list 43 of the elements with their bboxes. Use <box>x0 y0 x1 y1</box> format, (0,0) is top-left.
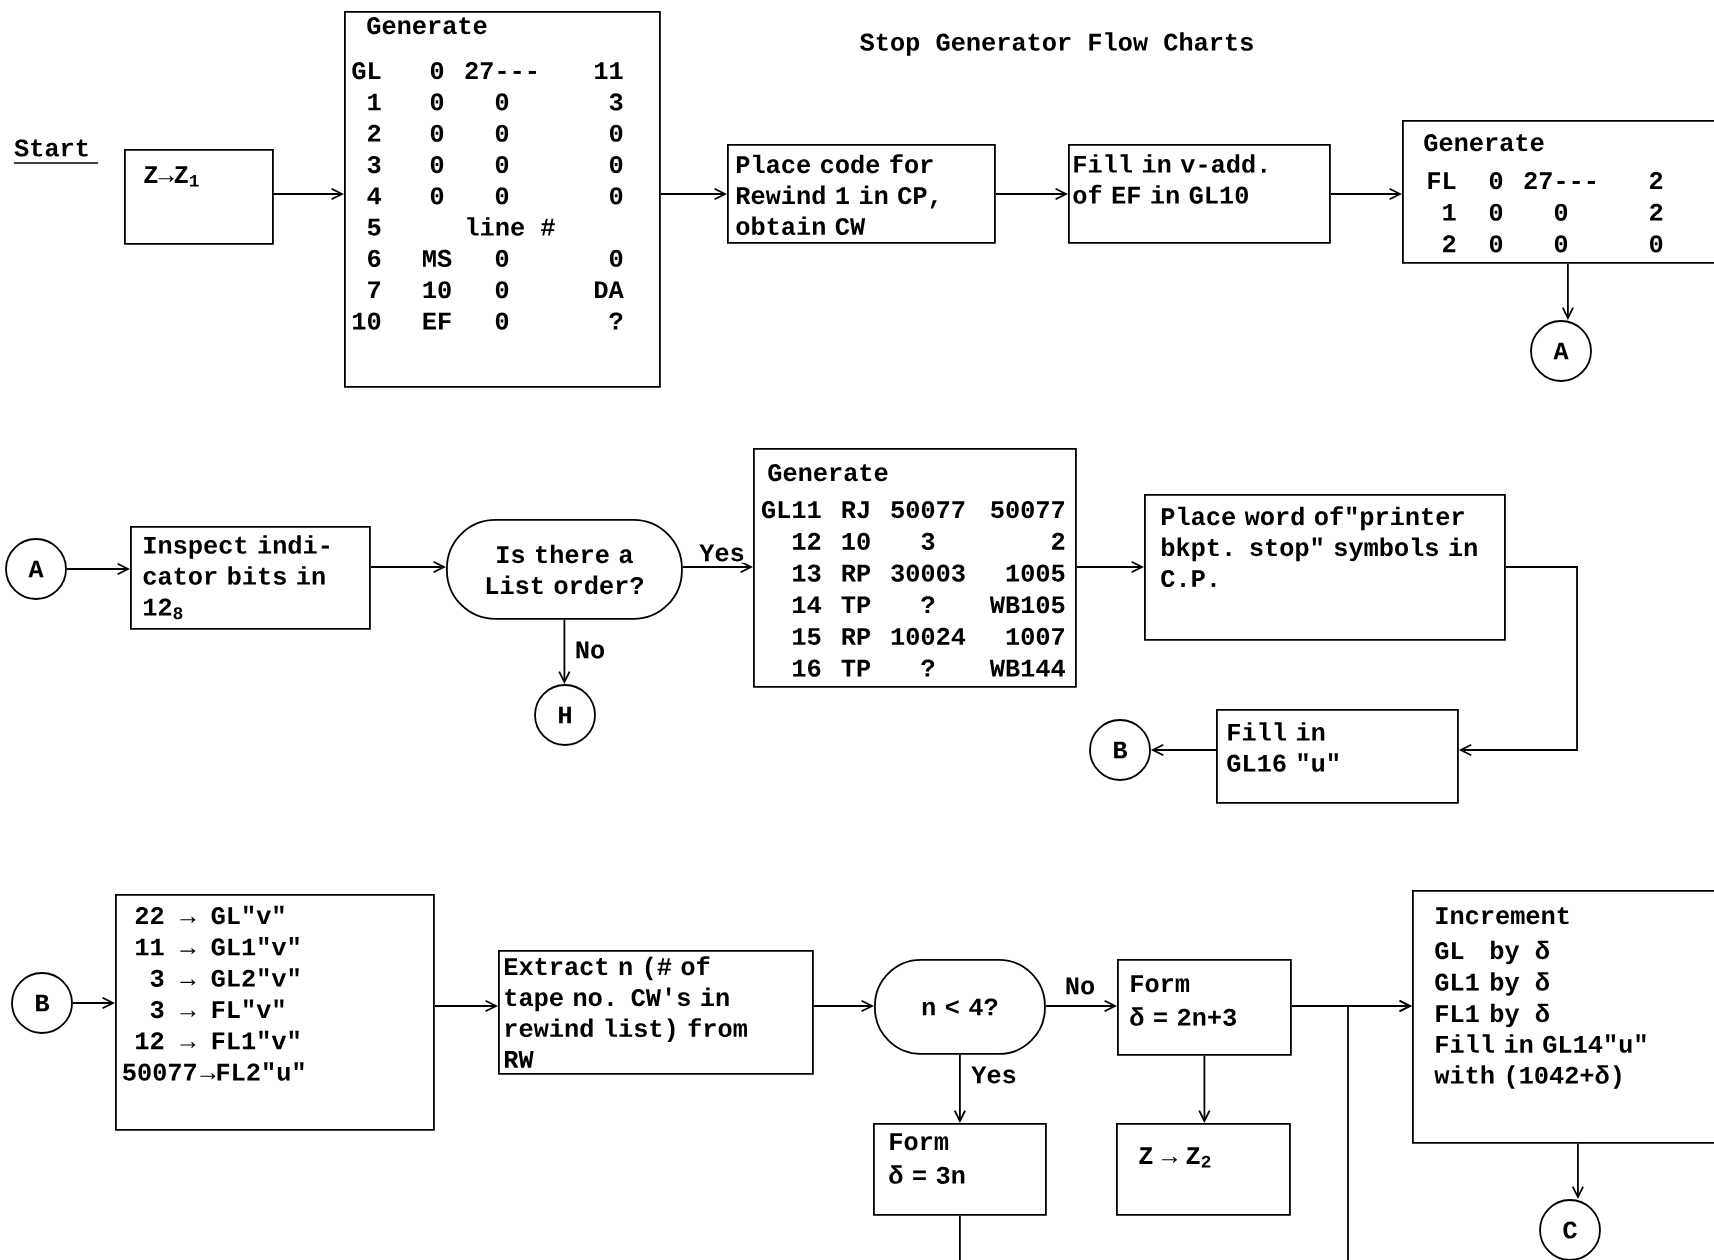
decision-box: Is there a List order? <box>446 519 683 620</box>
arrow <box>1044 999 1117 1013</box>
arrow <box>1561 262 1574 321</box>
process-box: Fill in GL16 "u" <box>1216 709 1459 804</box>
decision-box: n < 4? <box>874 959 1046 1055</box>
arrow <box>72 996 115 1010</box>
process-box: Fill in v-add. of EF in GL10 <box>1068 144 1331 244</box>
process-box: Z→Z$_{1}$ <box>124 149 274 245</box>
arrow <box>369 560 446 574</box>
arrow <box>272 187 344 201</box>
arrow <box>681 560 753 574</box>
process-box: Inspect indi- cator bits in 12$_{8}$ <box>130 526 371 630</box>
title: Stop Generator Flow Charts <box>860 32 1253 56</box>
start-label: Start <box>13 139 99 164</box>
process-box: Z → Z$_{2}$ <box>1116 1123 1291 1216</box>
process-box: 22 → GL"v" 11 → GL1"v" 3 → GL2"v" 3 → FL"v" 12 → FL1"v" 50077 →FL2"u" <box>115 894 435 1131</box>
arrow <box>1329 187 1402 201</box>
arrow <box>558 618 571 685</box>
arrow <box>1347 999 1412 1260</box>
process-box: Place word of"printer bkpt. stop" symbols in C.P. <box>1144 494 1506 641</box>
table-box: Generate FL 0 27--- 2 1 0 0 2 2 0 0 0 <box>1402 120 1714 264</box>
arrow <box>812 999 874 1013</box>
arrow <box>1198 1054 1211 1123</box>
edge-label: Yes <box>969 1065 1019 1085</box>
process-box: Extract n (# of tape no. CW's in rewind list) from RW <box>498 950 814 1075</box>
arrow <box>994 187 1068 201</box>
process-box: Increment GL by δ GL1 by δ FL1 by δ Fill in GL14"u" with (1042+δ) <box>1412 890 1714 1144</box>
arrow <box>1075 560 1144 574</box>
arrow <box>659 187 727 201</box>
arrow <box>953 1053 966 1123</box>
arrow <box>1150 743 1217 757</box>
table-box: Generate GL 0 27--- 11 1 0 0 3 2 0 0 0 3 0 0 0 4 0 0 0 5 line # 6 MS 0 0 7 10 0 DA 10 EF 0 ? <box>344 11 661 388</box>
process-box: Form δ = 2n+3 <box>1117 959 1292 1056</box>
arrow <box>1458 566 1578 757</box>
edge-label: No <box>1063 976 1097 996</box>
table-box: Generate GL11 RJ 50077 50077 12 10 3 2 13 RP 30003 1005 14 TP ? WB105 15 RP 10024 1007 16 TP ? WB144 <box>753 448 1077 688</box>
edge-label: No <box>573 640 607 660</box>
arrow <box>1571 1142 1584 1200</box>
arrow <box>66 562 130 576</box>
process-box: Place code for Rewind 1 in CP, obtain CW <box>727 144 996 244</box>
edge-label: Yes <box>697 543 747 563</box>
process-box: Form δ = 3n <box>873 1123 1047 1216</box>
arrow <box>433 999 498 1013</box>
